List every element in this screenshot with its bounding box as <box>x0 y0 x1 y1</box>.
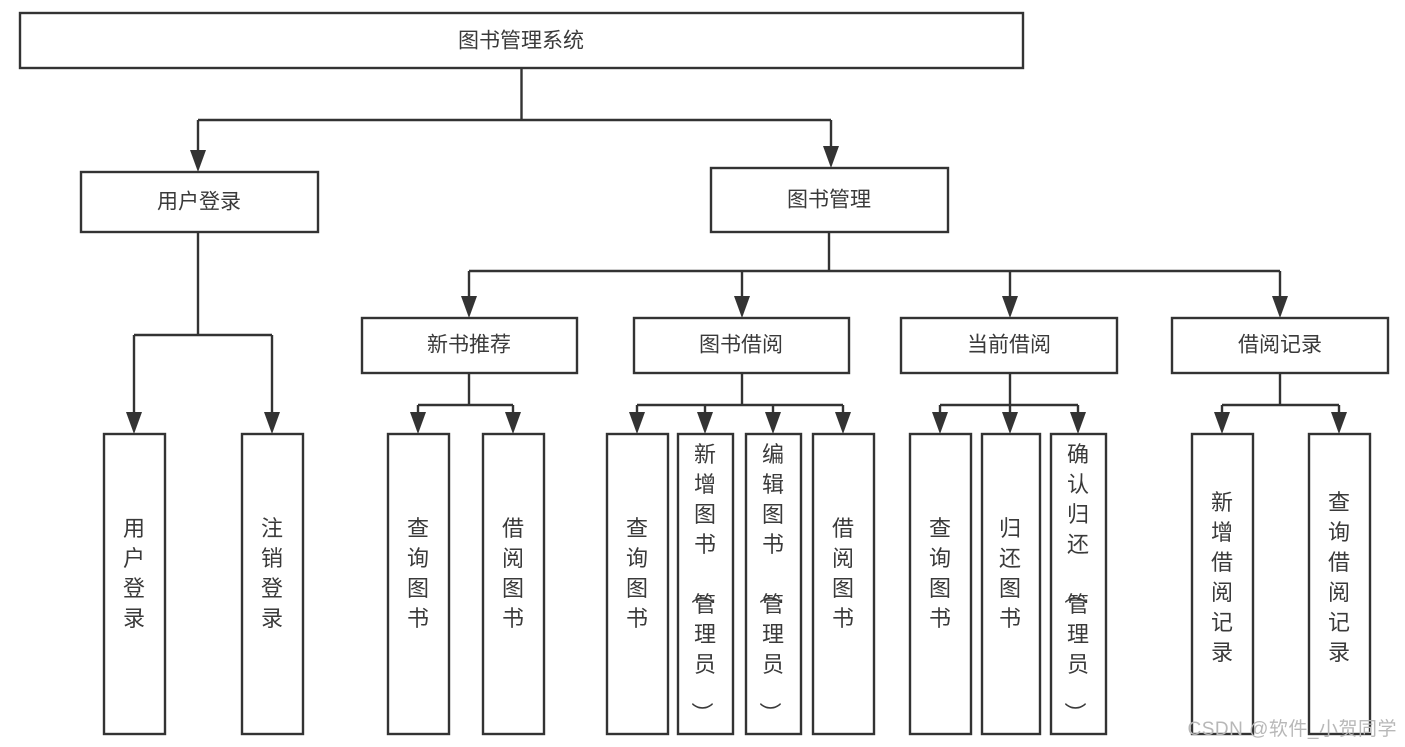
node-leaf-edit-book[interactable]: 编辑图书（管理员） <box>744 432 803 736</box>
node-leaf-query-record[interactable]: 查询借阅记录 <box>1307 432 1372 736</box>
node-leaf-confirm-return[interactable]: 确认归还（管理员） <box>1049 432 1108 736</box>
node-leaf-return-book[interactable]: 归还图书 <box>980 432 1042 736</box>
node-book-manage[interactable]: 图书管理 <box>709 166 950 234</box>
node-leaf-query-book-3-label: 查询图书 <box>929 516 951 631</box>
node-current-borrow-label: 当前借阅 <box>967 334 1051 357</box>
node-leaf-query-book-2[interactable]: 查询图书 <box>605 432 670 736</box>
connector-root-to-level2 <box>190 68 839 172</box>
node-leaf-return-book-label: 归还图书 <box>999 516 1021 631</box>
connector-userlogin-to-leaves <box>126 232 280 434</box>
node-book-manage-label: 图书管理 <box>787 189 871 212</box>
node-leaf-query-record-label: 查询借阅记录 <box>1328 490 1350 665</box>
node-leaf-borrow-book-2[interactable]: 借阅图书 <box>811 432 876 736</box>
node-leaf-borrow-book-1[interactable]: 借阅图书 <box>481 432 546 736</box>
node-user-login[interactable]: 用户登录 <box>79 170 320 234</box>
node-current-borrow[interactable]: 当前借阅 <box>899 316 1119 375</box>
node-leaf-borrow-book-2-label: 借阅图书 <box>832 516 854 631</box>
node-leaf-query-book-3[interactable]: 查询图书 <box>908 432 973 736</box>
node-leaf-query-book-1-label: 查询图书 <box>407 516 429 631</box>
connector-borrowrecord-to-leaves <box>1214 373 1347 434</box>
node-leaf-add-book-label: 新增图书（管理员） <box>689 442 716 724</box>
node-root-label: 图书管理系统 <box>458 30 584 53</box>
connector-bookmanage-to-level3 <box>461 232 1288 318</box>
node-leaf-logout-label: 注销登录 <box>261 516 283 631</box>
node-leaf-borrow-book-1-label: 借阅图书 <box>502 516 524 631</box>
node-leaf-user-login[interactable]: 用户登录 <box>102 432 167 736</box>
node-new-book-recommend[interactable]: 新书推荐 <box>360 316 579 375</box>
node-leaf-query-book-2-label: 查询图书 <box>626 516 648 631</box>
node-leaf-confirm-return-label: 确认归还（管理员） <box>1062 442 1089 724</box>
node-book-borrow-label: 图书借阅 <box>699 334 783 357</box>
node-leaf-edit-book-label: 编辑图书（管理员） <box>757 442 784 724</box>
connector-newbook-to-leaves <box>410 373 521 434</box>
node-leaf-logout[interactable]: 注销登录 <box>240 432 305 736</box>
node-leaf-add-record[interactable]: 新增借阅记录 <box>1190 432 1255 736</box>
node-new-book-recommend-label: 新书推荐 <box>427 334 511 357</box>
node-leaf-query-book-1[interactable]: 查询图书 <box>386 432 451 736</box>
node-root[interactable]: 图书管理系统 <box>18 11 1025 70</box>
node-borrow-record[interactable]: 借阅记录 <box>1170 316 1390 375</box>
node-user-login-label: 用户登录 <box>157 191 241 214</box>
connector-bookborrow-to-leaves <box>629 373 851 434</box>
connector-currentborrow-to-leaves <box>932 373 1086 434</box>
node-book-borrow[interactable]: 图书借阅 <box>632 316 851 375</box>
csdn-watermark: CSDN @软件_小贺同学 <box>1187 719 1397 740</box>
node-leaf-user-login-label: 用户登录 <box>123 516 145 631</box>
node-leaf-add-book[interactable]: 新增图书（管理员） <box>676 432 735 736</box>
node-leaf-add-record-label: 新增借阅记录 <box>1211 490 1233 665</box>
node-borrow-record-label: 借阅记录 <box>1238 334 1322 357</box>
